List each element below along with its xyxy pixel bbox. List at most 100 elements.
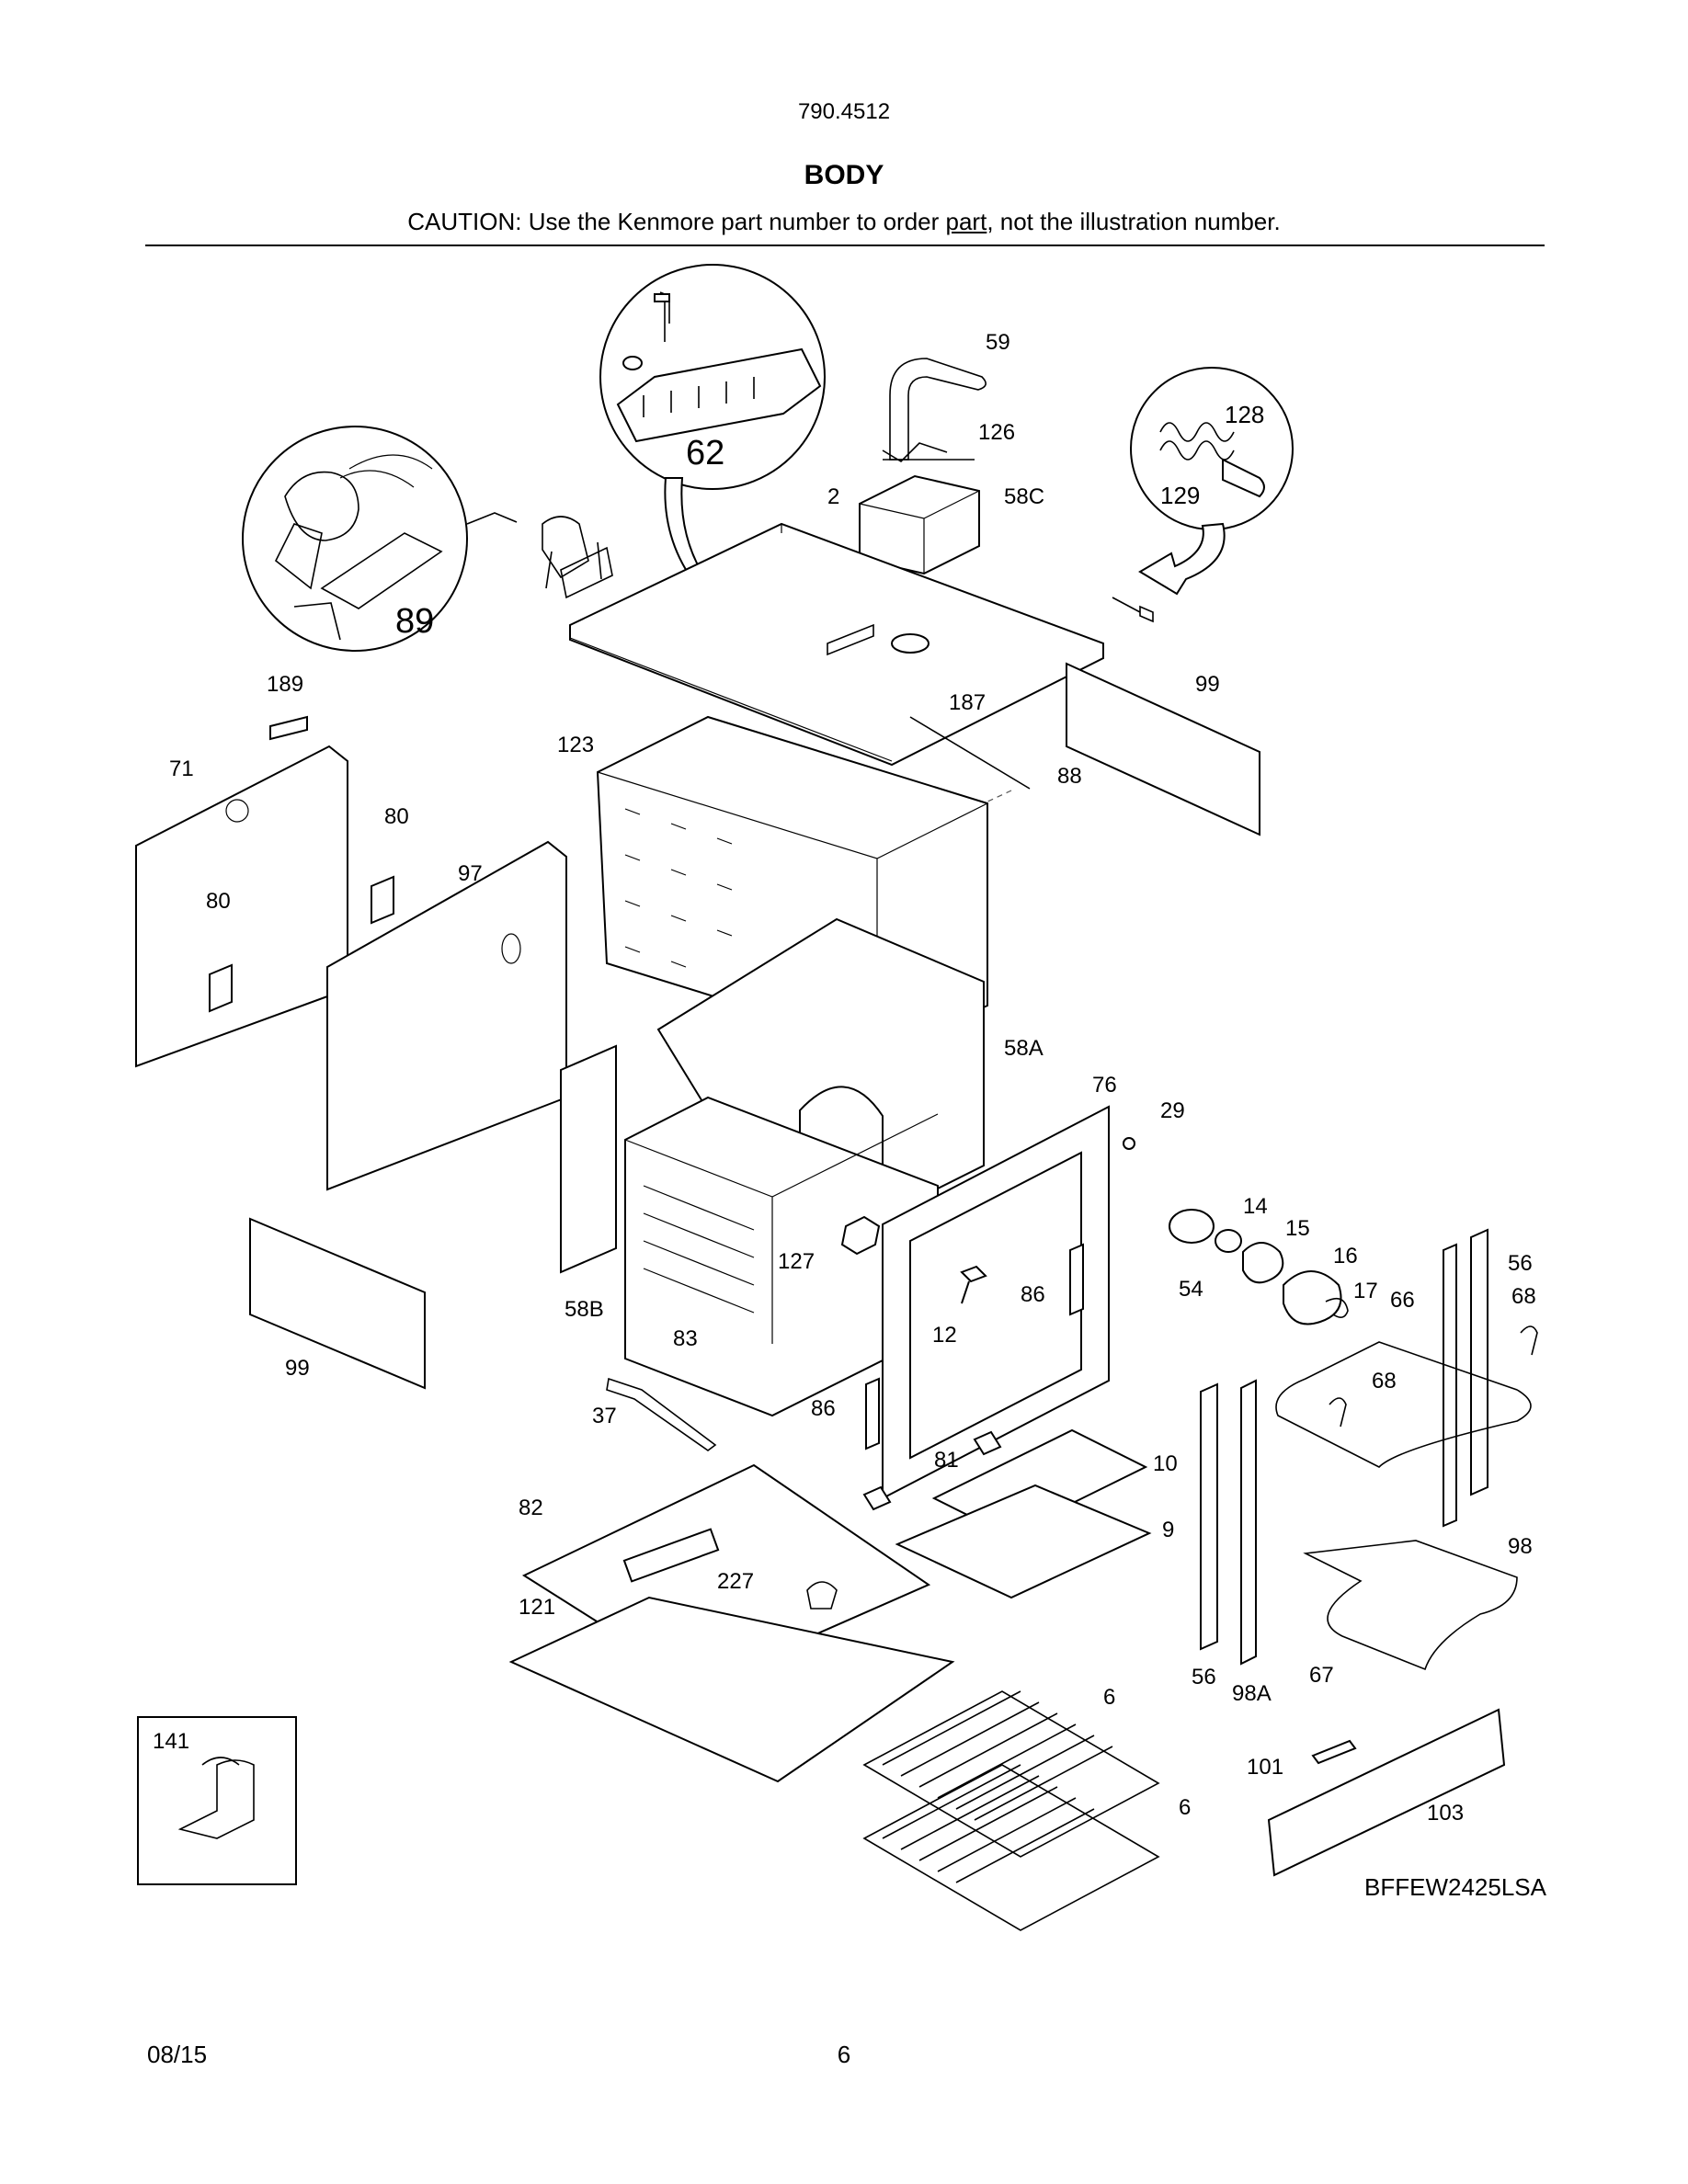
part-37-hinge-rod <box>606 1377 717 1451</box>
part-227-bracket <box>806 1581 838 1610</box>
callout-10: 10 <box>1153 1451 1178 1476</box>
part-187-rod <box>909 716 1031 790</box>
callout-15: 15 <box>1285 1216 1310 1241</box>
callout-126: 126 <box>978 420 1015 445</box>
section-title: BODY <box>804 160 884 190</box>
callout-58A: 58A <box>1004 1036 1044 1061</box>
callout-82: 82 <box>519 1496 543 1520</box>
callout-98A: 98A <box>1232 1681 1272 1706</box>
part-76-front-frame <box>882 1105 1110 1500</box>
part-86-hinge-upper <box>1069 1243 1084 1316</box>
caution-text: CAUTION: Use the Kenmore part number to … <box>407 208 946 235</box>
callout-128: 128 <box>1225 401 1264 428</box>
part-80-bracket-upper <box>371 875 394 925</box>
inset-141-thermal-switch <box>137 1716 297 1885</box>
detail-62-terminal-block: 62 <box>599 264 826 490</box>
drawing-code: BFFEW2425LSA <box>1364 1873 1547 1901</box>
callout-17: 17 <box>1353 1279 1378 1303</box>
part-68-clip-center <box>1329 1397 1347 1428</box>
part-80-bracket-lower <box>209 963 233 1013</box>
part-83-oven-liner <box>624 1096 939 1417</box>
callout-123: 123 <box>557 733 594 757</box>
callout-98: 98 <box>1508 1534 1533 1559</box>
part-6-rack-lower <box>862 1764 1160 1931</box>
callout-86-lower: 86 <box>811 1396 836 1421</box>
detail-89-lock-motor: 89 <box>242 426 613 652</box>
caution-note: CAUTION: Use the Kenmore part number to … <box>0 208 1688 236</box>
part-126-bracket <box>882 442 975 463</box>
part-2-top-panel <box>569 522 1104 767</box>
callout-68-right: 68 <box>1511 1284 1536 1309</box>
part-81-door-stop-a <box>862 1485 892 1511</box>
callout-68-center: 68 <box>1372 1369 1397 1393</box>
callout-71: 71 <box>169 756 194 781</box>
footer-page-number: 6 <box>837 2041 851 2068</box>
callout-80-upper: 80 <box>384 804 409 829</box>
callout-54: 54 <box>1179 1277 1203 1302</box>
callout-99-top: 99 <box>1195 672 1220 697</box>
part-67-bake-element <box>1303 1540 1518 1671</box>
callout-101: 101 <box>1247 1755 1283 1780</box>
part-54-light-socket <box>1169 1209 1215 1244</box>
callout-6-lower: 6 <box>1179 1795 1191 1820</box>
callout-189: 189 <box>267 672 303 697</box>
callout-227: 227 <box>717 1569 754 1594</box>
part-58C-insulation <box>859 474 980 575</box>
callout-56-left: 56 <box>1192 1665 1216 1689</box>
callout-187: 187 <box>949 690 986 715</box>
part-98A-trim-left <box>1240 1379 1257 1666</box>
callout-58B: 58B <box>565 1297 604 1322</box>
part-98-trim-right <box>1443 1243 1457 1528</box>
callout-103: 103 <box>1427 1801 1464 1826</box>
part-99-lower-panel <box>249 1217 426 1390</box>
part-17-clip <box>1325 1297 1349 1318</box>
callout-66: 66 <box>1390 1288 1415 1313</box>
pointer-arrow-128 <box>1138 522 1226 596</box>
callout-89: 89 <box>395 602 434 641</box>
detail-128-129-spring: 128 129 <box>1130 367 1294 530</box>
part-56-trim-right <box>1470 1228 1488 1496</box>
callout-58C: 58C <box>1004 484 1044 509</box>
callout-129: 129 <box>1160 482 1200 509</box>
header-divider <box>145 245 1545 246</box>
part-71-side-panel <box>135 745 348 1068</box>
part-86-hinge-lower <box>865 1377 880 1450</box>
part-56-trim-left <box>1200 1382 1218 1651</box>
callout-88: 88 <box>1057 764 1082 789</box>
callout-37: 37 <box>592 1404 617 1428</box>
caution-part-link[interactable]: part <box>945 208 987 235</box>
part-81-door-stop-b <box>973 1430 1002 1456</box>
part-128-129-small <box>1112 597 1154 623</box>
caution-text-end: , not the illustration number. <box>987 208 1281 235</box>
model-number: 790.4512 <box>797 99 891 124</box>
part-14-gasket <box>1215 1229 1242 1253</box>
callout-99-lower: 99 <box>285 1356 310 1381</box>
part-16-lens <box>1283 1270 1342 1325</box>
callout-12: 12 <box>932 1323 957 1348</box>
part-68-clip-right <box>1520 1325 1538 1356</box>
callout-16: 16 <box>1333 1244 1358 1268</box>
callout-14: 14 <box>1243 1194 1268 1219</box>
callout-97: 97 <box>458 861 483 886</box>
part-121-base-panel <box>508 1596 955 1783</box>
part-29-screw <box>1123 1137 1135 1150</box>
part-15-bulb <box>1242 1242 1284 1284</box>
callout-121: 121 <box>519 1595 555 1620</box>
footer-date: 08/15 <box>147 2041 208 2068</box>
callout-86-upper: 86 <box>1021 1282 1045 1307</box>
callout-56-right: 56 <box>1508 1251 1533 1276</box>
part-101-clip <box>1311 1739 1357 1765</box>
part-97-side-wall <box>326 840 567 1191</box>
callout-80-lower: 80 <box>206 889 231 914</box>
part-12-sensor <box>960 1265 987 1304</box>
part-59-tube <box>889 358 987 461</box>
callout-9: 9 <box>1162 1518 1174 1542</box>
part-58B-insulation-side <box>560 1044 617 1274</box>
part-66-broil-element <box>1275 1341 1532 1468</box>
callout-127: 127 <box>778 1249 815 1274</box>
callout-59: 59 <box>986 330 1010 355</box>
callout-29: 29 <box>1160 1098 1185 1123</box>
part-9-bake-tray <box>895 1484 1152 1599</box>
callout-62: 62 <box>686 434 724 472</box>
